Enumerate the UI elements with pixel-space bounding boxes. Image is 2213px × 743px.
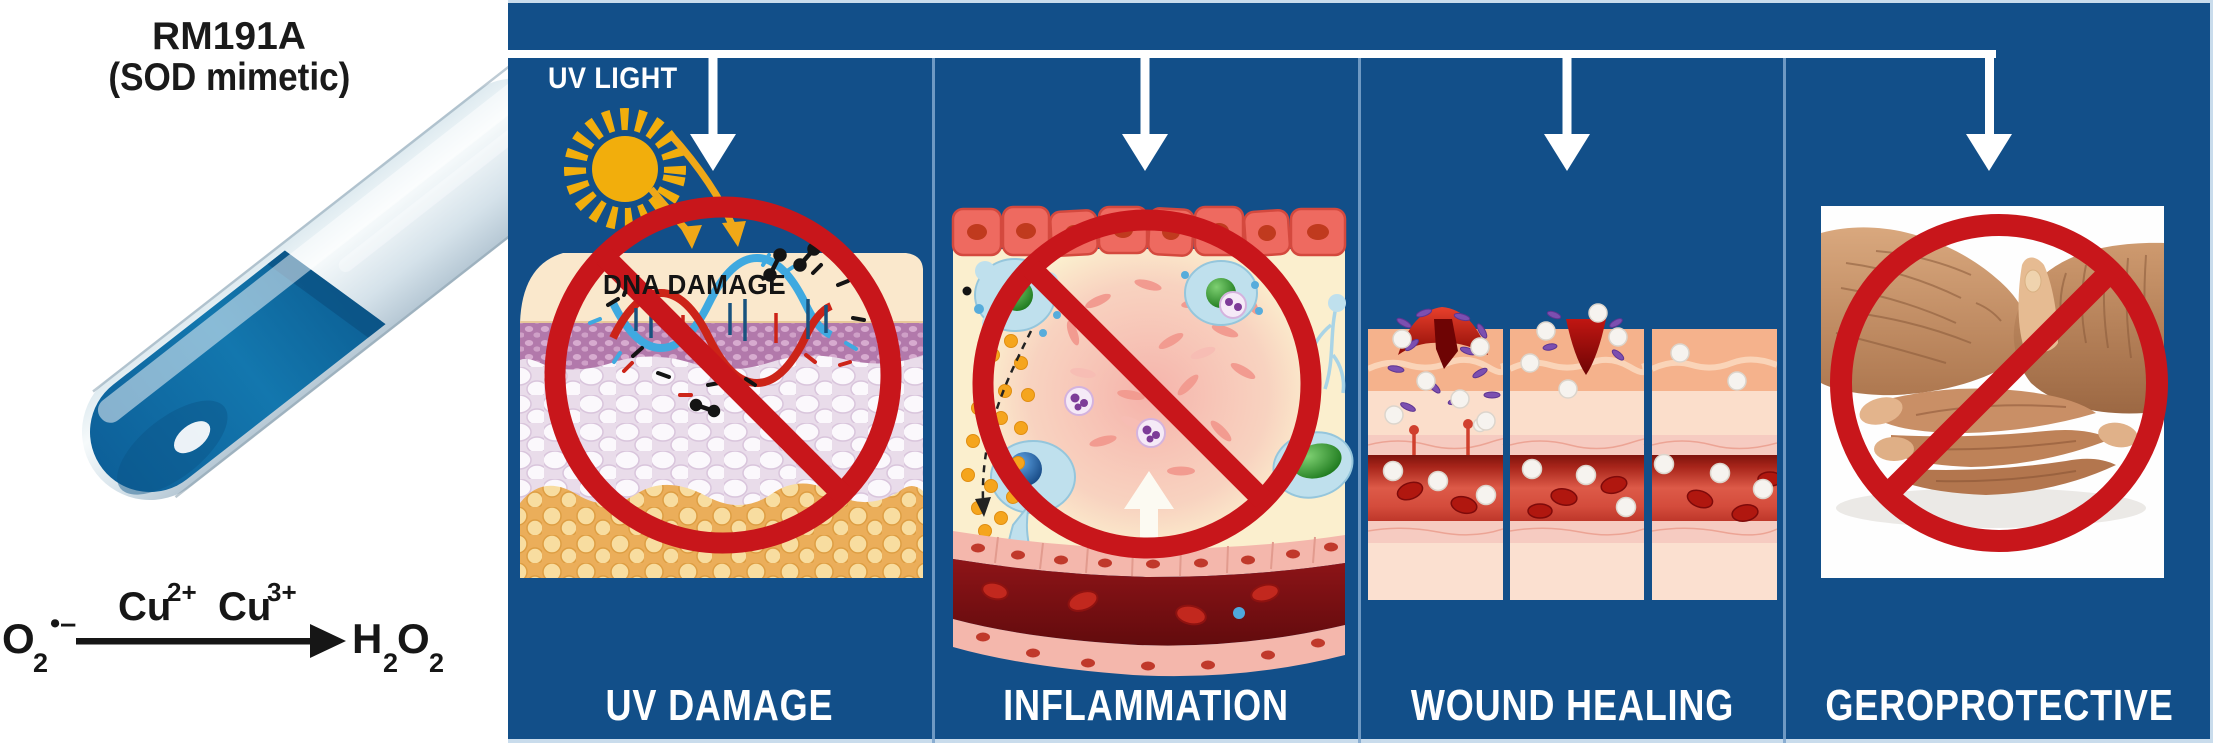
label-inflammation: INFLAMMATION <box>1003 681 1289 730</box>
superoxide-sub: 2 <box>33 648 49 678</box>
panel-inflammation <box>951 205 1354 677</box>
uv-light-label: UV LIGHT <box>548 62 678 95</box>
panel-wound-healing <box>1368 303 1777 600</box>
product-o-sub: 2 <box>429 648 445 678</box>
compound-descriptor: (SOD mimetic) <box>108 56 350 99</box>
wound-crater <box>1566 319 1606 375</box>
catalyst-cu2-base: Cu <box>118 585 172 629</box>
wound-neutrophils <box>1384 329 1496 431</box>
up-arrow-icon <box>1124 471 1174 561</box>
figure-title: RM191A (SOD mimetic) <box>0 16 458 98</box>
red-blood-cells <box>981 581 1280 626</box>
compound-name: RM191A <box>152 15 306 58</box>
label-wound-healing: WOUND HEALING <box>1410 681 1735 730</box>
reaction-arrow-icon <box>76 624 346 658</box>
catalyst-cu3-base: Cu <box>218 585 272 629</box>
label-geroprotective: GEROPROTECTIVE <box>1825 681 2174 730</box>
neutrophils <box>1064 291 1247 448</box>
left-panel: RM191A (SOD mimetic) <box>0 0 508 743</box>
prohibition-icon <box>544 196 902 554</box>
catalyst-cu3-sup: 3+ <box>267 577 297 607</box>
catalyst-cu2-sup: 2+ <box>167 577 197 607</box>
prohibition-icon <box>1830 214 2168 552</box>
test-tube-group <box>82 51 508 500</box>
wound-stage-2 <box>1510 303 1644 600</box>
panel-uv-damage <box>520 108 923 578</box>
panels-region: UV LIGHT DNA DAMAGE UV DAMAGE INFLAMMATI… <box>508 0 2213 743</box>
product-h-sub: 2 <box>383 648 399 678</box>
superoxide-o: O <box>2 615 35 662</box>
glass-highlight <box>173 421 211 454</box>
dna-damage-label: DNA DAMAGE <box>603 269 787 300</box>
wound-stage-1 <box>1368 307 1503 600</box>
panel-geroprotective <box>1821 206 2168 578</box>
label-uv-damage: UV DAMAGE <box>605 681 834 730</box>
wound-stage-3 <box>1652 329 1777 600</box>
superoxide-radical: •– <box>50 608 77 640</box>
dna-fragment-icon <box>689 242 821 418</box>
blood-vessel <box>953 531 1345 677</box>
blue-liquid <box>90 250 386 492</box>
product-o: O <box>397 615 430 662</box>
product-h: H <box>352 615 383 662</box>
prohibition-icon <box>972 209 1322 559</box>
test-tube-image <box>82 51 508 500</box>
